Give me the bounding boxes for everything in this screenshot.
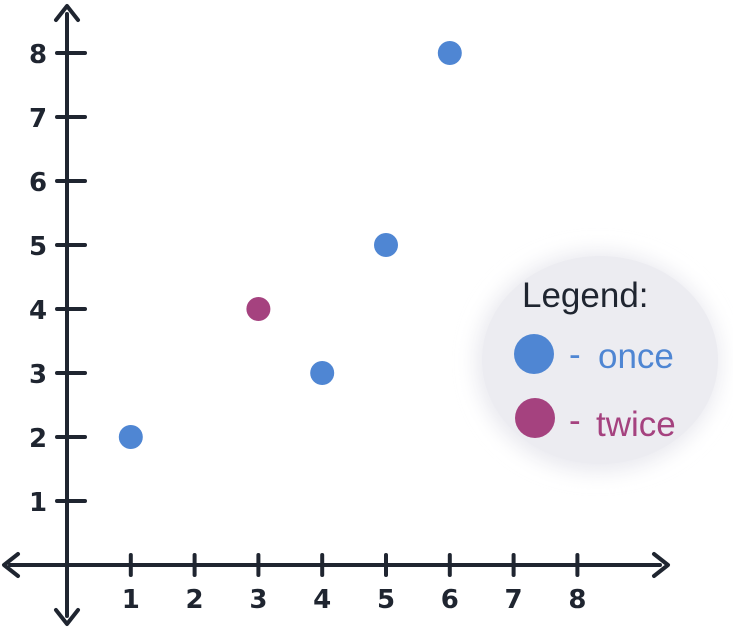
- y-tick-label-2: 2: [29, 424, 47, 454]
- axis-ticks: [55, 51, 580, 577]
- x-tick-label-1: 1: [122, 585, 140, 615]
- y-tick-label-1: 1: [29, 488, 47, 518]
- y-tick-label-5: 5: [29, 232, 47, 262]
- legend: Legend: - once - twice: [514, 276, 676, 444]
- legend-dash-twice: -: [569, 401, 581, 440]
- legend-label-once: once: [598, 337, 674, 376]
- legend-marker-once: [514, 334, 554, 374]
- y-tick-label-6: 6: [29, 168, 47, 198]
- y-tick-label-3: 3: [29, 360, 47, 390]
- axes: [2, 4, 670, 626]
- data-point-twice-1: [246, 297, 271, 321]
- data-points: [118, 41, 462, 449]
- y-tick-label-7: 7: [29, 104, 47, 134]
- x-tick-label-4: 4: [313, 585, 331, 615]
- y-axis-arrow-down: [54, 608, 80, 626]
- legend-title: Legend:: [522, 276, 649, 315]
- x-tick-label-2: 2: [186, 585, 204, 615]
- legend-label-twice: twice: [596, 405, 676, 444]
- y-axis-arrow-up: [54, 4, 80, 22]
- y-tick-label-4: 4: [29, 296, 47, 326]
- x-tick-label-5: 5: [377, 585, 395, 615]
- x-tick-label-8: 8: [568, 585, 586, 615]
- data-point-once-4: [437, 41, 462, 65]
- x-axis-arrow-left: [2, 552, 20, 578]
- data-point-once-3: [374, 233, 398, 257]
- y-tick-label-8: 8: [29, 40, 47, 70]
- legend-marker-twice: [515, 398, 555, 438]
- axis-tick-labels: 1 2 3 4 5 6 7 8 1 2 3 4 5 6 7 8: [29, 40, 586, 615]
- x-tick-label-6: 6: [441, 585, 459, 615]
- data-point-once-2: [310, 361, 335, 385]
- x-tick-label-3: 3: [249, 585, 267, 615]
- legend-dash-once: -: [569, 335, 581, 374]
- x-axis-arrow-right: [652, 552, 670, 578]
- x-tick-label-7: 7: [505, 585, 523, 615]
- data-point-once-0: [118, 425, 143, 449]
